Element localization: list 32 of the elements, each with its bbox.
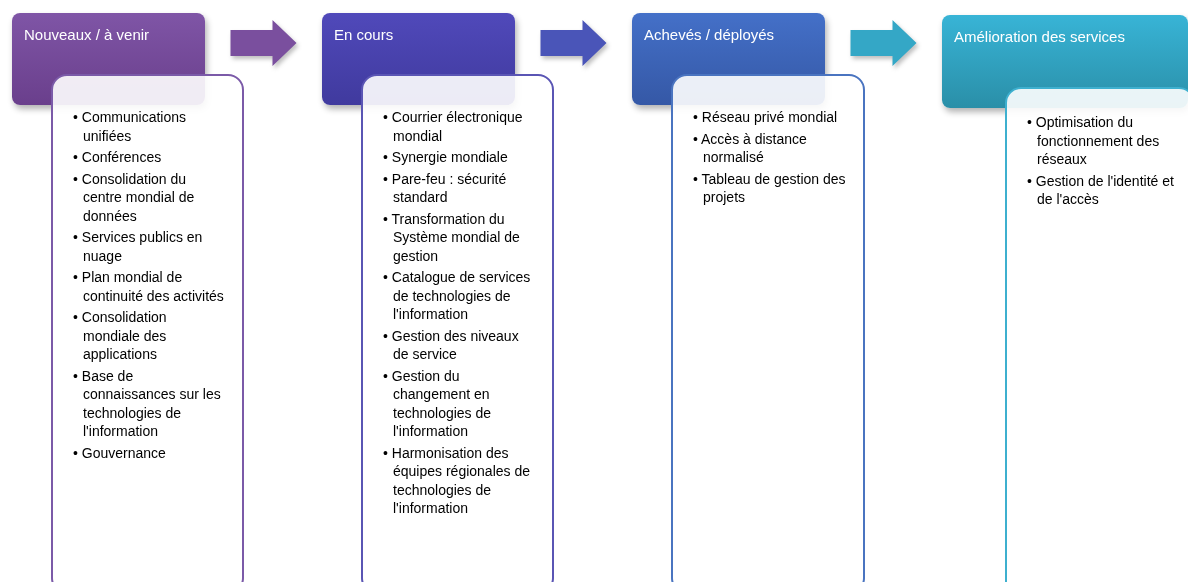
list-item: • Services publics en nuage — [73, 228, 204, 265]
item-list-card — [671, 74, 865, 582]
item-list-card — [51, 74, 244, 582]
list-item: • Base de connaissances sur les technologies de l'information — [73, 366, 222, 441]
list-item: • Communications unifiées — [73, 108, 188, 145]
list-item: • Synergie mondiale — [383, 148, 509, 167]
list-item: • Courrier électronique mondial — [383, 108, 524, 145]
list-item: • Pare-feu : sécurité standard — [383, 169, 508, 207]
block-arrow — [540, 20, 607, 66]
stage-title: Nouveaux / à venir — [24, 25, 150, 45]
list-item: • Harmonisation des équipes régionales de technologies de l'information — [383, 443, 531, 518]
list-item: • Gestion de l'identité et de l'accès — [1027, 171, 1175, 209]
list-item: • Gestion du changement en technologies de l'information — [383, 366, 493, 441]
stage-title: Achevés / déployés — [644, 25, 775, 45]
item-list-card — [1005, 87, 1188, 582]
list-item: • Tableau de gestion des projets — [693, 169, 847, 207]
list-item: • Consolidation mondiale des applications — [73, 308, 168, 364]
list-item: • Catalogue de services de technologies de l'information — [383, 268, 532, 324]
list-item: • Consolidation du centre mondial de données — [73, 169, 196, 225]
block-arrow — [230, 20, 297, 66]
list-item: • Conférences — [73, 148, 163, 167]
list-item: • Réseau privé mondial — [693, 108, 839, 127]
block-arrow — [850, 20, 917, 66]
list-item: • Plan mondial de continuité des activités — [73, 268, 225, 305]
stage-title: Amélioration des services — [954, 27, 1125, 47]
item-list-card — [361, 74, 554, 582]
list-item: • Optimisation du fonctionnement des réseaux — [1027, 113, 1161, 169]
list-item: • Gestion des niveaux de service — [383, 326, 520, 364]
list-item: • Accès à distance normalisé — [693, 129, 808, 167]
stage-title: En cours — [334, 25, 394, 45]
list-item: • Gouvernance — [73, 443, 167, 462]
list-item: • Transformation du Système mondial de gestion — [383, 209, 521, 265]
